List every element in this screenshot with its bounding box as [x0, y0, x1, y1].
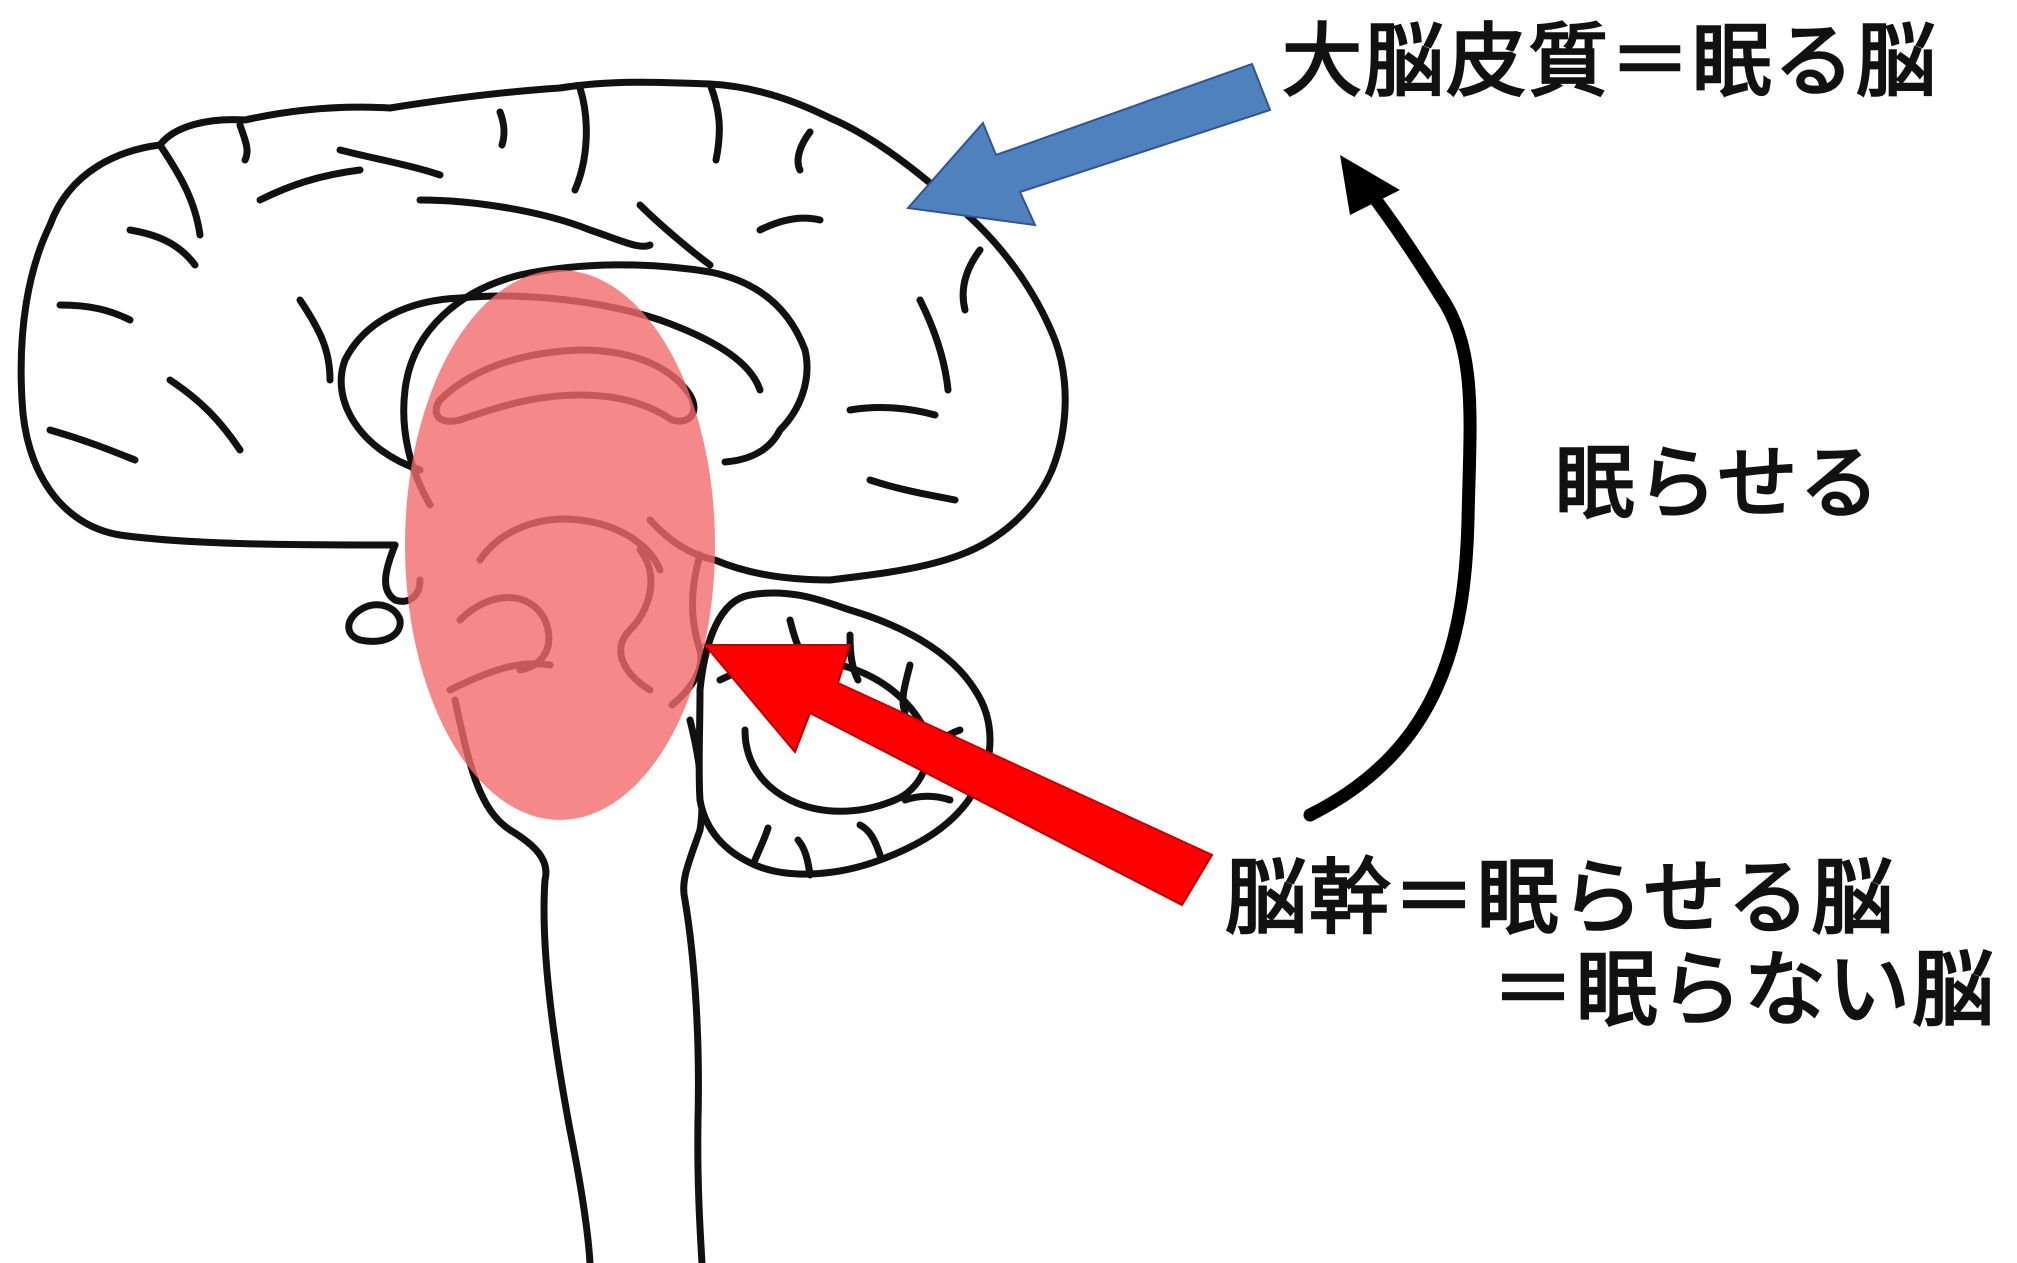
- cortex-arrow: [908, 64, 1270, 225]
- action-arrow-head: [1340, 155, 1400, 215]
- cortex-label: 大脳皮質＝眠る脳: [1282, 22, 1938, 102]
- sulcus-3: [500, 112, 504, 145]
- action-arrow-line: [1310, 192, 1470, 815]
- pituitary: [349, 605, 400, 642]
- brainstem-highlight: [405, 270, 715, 820]
- brainstem-label-line2: ＝眠らない脳: [1492, 950, 1996, 1032]
- brainstem-label-line1: 脳幹＝眠らせる脳: [1225, 858, 1895, 940]
- action-label: 眠らせる: [1555, 444, 1881, 524]
- cerebellum-fold-5: [905, 796, 950, 800]
